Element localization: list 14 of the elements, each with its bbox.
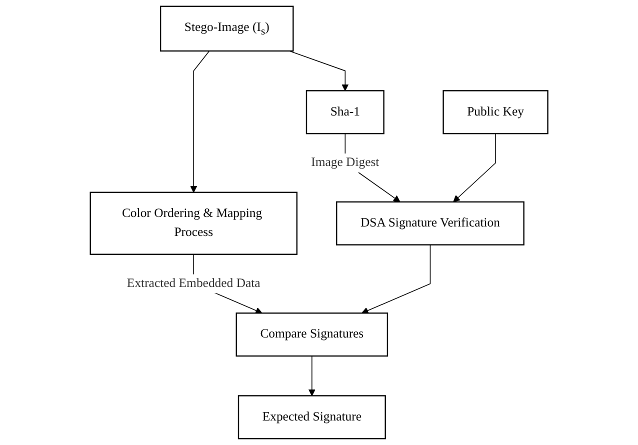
node-box: Expected Signature (238, 395, 386, 440)
arrow (361, 244, 431, 314)
arrow (308, 356, 316, 396)
arrow (453, 133, 496, 202)
node-box: Color Ordering & Mapping Process (90, 192, 298, 255)
node-box: Sha-1 (306, 90, 384, 134)
arrow (288, 50, 349, 92)
node-box: Stego-Image (I$_{s}$) (160, 6, 294, 52)
node-box: Compare Signatures (236, 312, 388, 357)
node-box: Public Key (442, 90, 548, 134)
edge-label: Extracted Embedded Data (126, 276, 260, 290)
edge-label: Image Digest (311, 156, 380, 170)
arrow (190, 50, 210, 193)
node-box: DSA Signature Verification (336, 201, 524, 246)
